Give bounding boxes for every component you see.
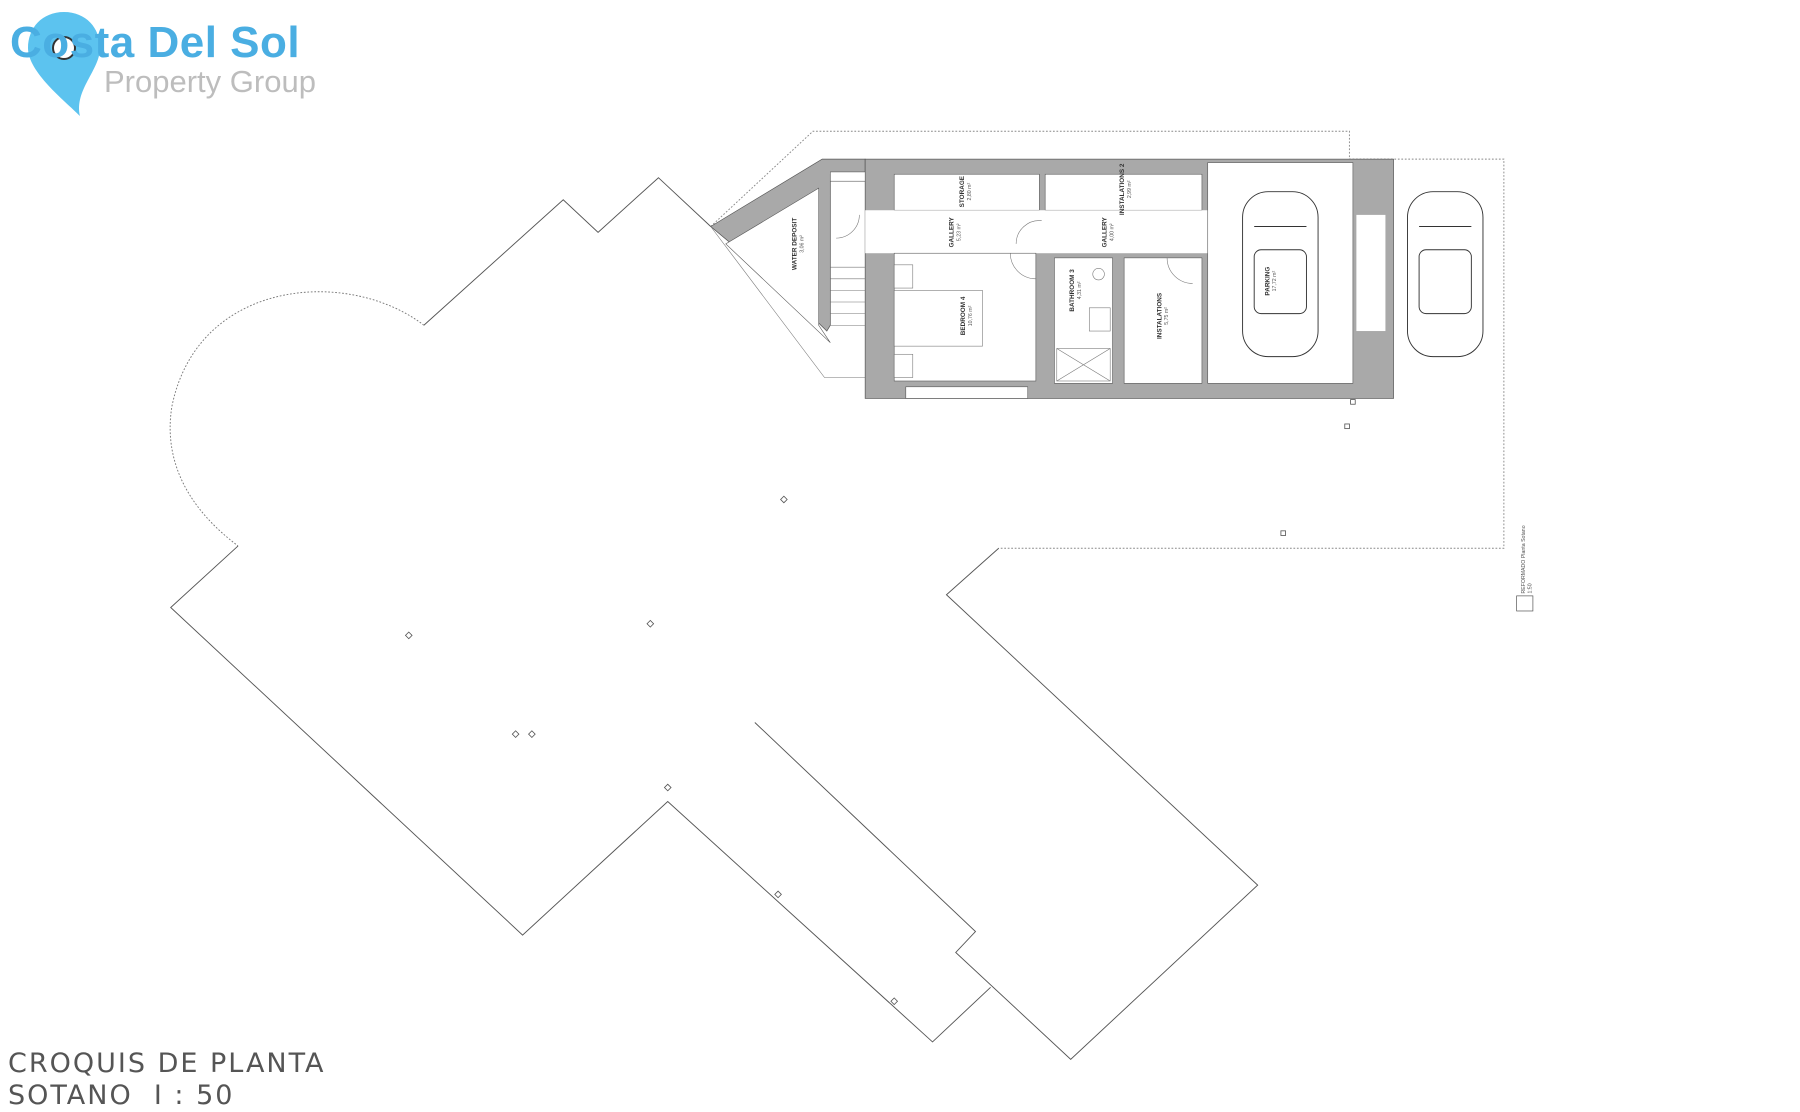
map-pin-icon bbox=[28, 12, 100, 116]
svg-text:4,00 m²: 4,00 m² bbox=[1110, 223, 1116, 241]
survey-markers bbox=[404, 260, 1356, 1006]
svg-text:REFORMADO Planta Sotano: REFORMADO Planta Sotano bbox=[1521, 525, 1527, 593]
svg-text:3,06 m²: 3,06 m² bbox=[800, 235, 806, 253]
svg-text:STORAGE: STORAGE bbox=[959, 176, 966, 207]
wing-outline-right bbox=[754, 547, 1259, 1060]
upper-floor-outline bbox=[423, 177, 712, 326]
svg-text:GALLERY: GALLERY bbox=[1102, 216, 1109, 247]
caption-title: CROQUIS DE PLANTA bbox=[8, 1048, 326, 1079]
svg-text:1:50: 1:50 bbox=[1528, 583, 1534, 593]
svg-text:5,75 m²: 5,75 m² bbox=[1164, 307, 1170, 325]
plan-caption: CROQUIS DE PLANTA SOTANO I : 50 bbox=[8, 1048, 325, 1112]
logo-subtitle: Property Group bbox=[104, 64, 316, 99]
svg-text:PARKING: PARKING bbox=[1264, 267, 1271, 296]
company-logo: Costa Del Sol Property Group bbox=[0, 0, 330, 120]
svg-text:BATHROOM 3: BATHROOM 3 bbox=[1069, 269, 1076, 312]
svg-text:INSTALATIONS: INSTALATIONS bbox=[1156, 293, 1163, 339]
svg-text:17,72 m²: 17,72 m² bbox=[1272, 271, 1278, 292]
svg-text:WATER DEPOSIT: WATER DEPOSIT bbox=[792, 218, 799, 270]
logo-title: Costa Del Sol bbox=[10, 18, 301, 67]
wing-outline-left bbox=[170, 545, 991, 1043]
svg-text:GALLERY: GALLERY bbox=[948, 216, 955, 247]
car-icon bbox=[1242, 191, 1319, 358]
svg-text:2,80 m²: 2,80 m² bbox=[967, 183, 973, 201]
caption-scale: SOTANO I : 50 bbox=[8, 1080, 235, 1111]
circular-terrace-outline bbox=[169, 291, 425, 547]
svg-text:2,99 m²: 2,99 m² bbox=[1127, 180, 1133, 198]
svg-text:INSTALATIONS 2: INSTALATIONS 2 bbox=[1119, 163, 1126, 215]
svg-text:BEDROOM 4: BEDROOM 4 bbox=[960, 296, 967, 335]
svg-text:4,31 m²: 4,31 m² bbox=[1077, 281, 1083, 299]
car-icon bbox=[1407, 191, 1484, 358]
svg-text:5,23 m²: 5,23 m² bbox=[956, 223, 962, 241]
svg-text:10,76 m²: 10,76 m² bbox=[968, 305, 974, 326]
